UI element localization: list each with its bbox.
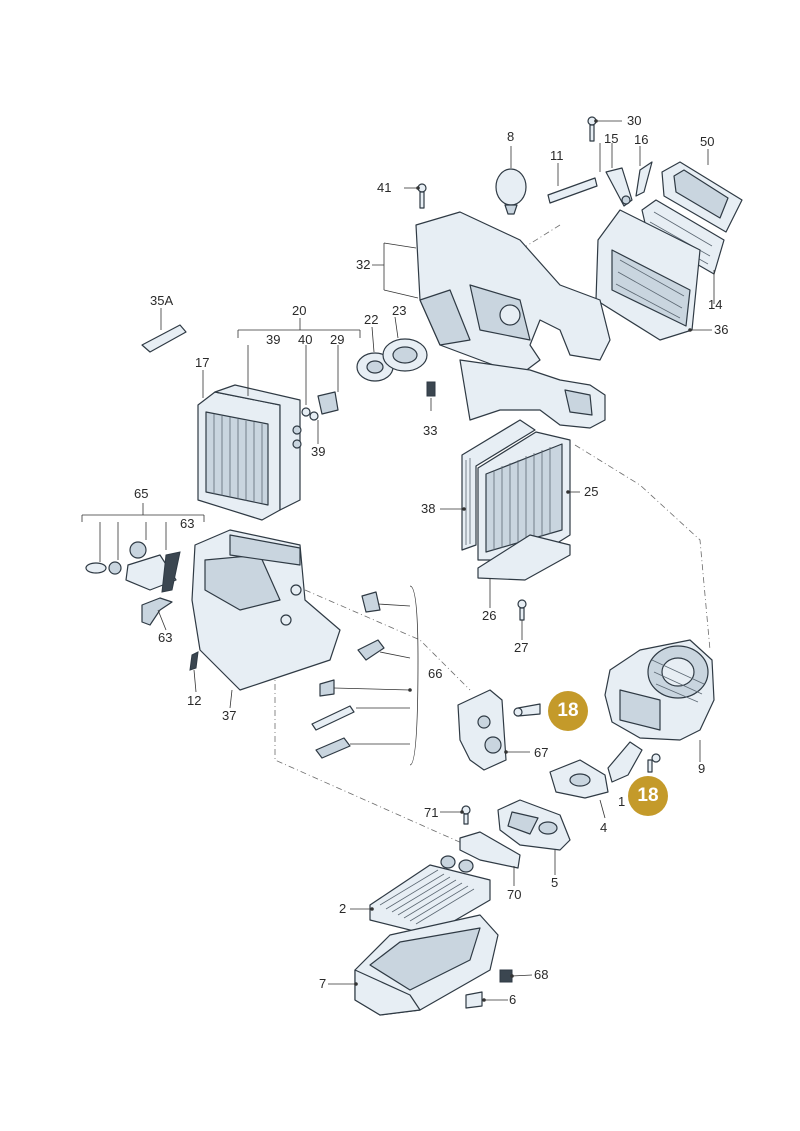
callout-16: 16	[634, 132, 649, 147]
callout-8: 8	[507, 129, 515, 144]
assembly-line	[304, 589, 471, 691]
frame-26	[477, 534, 571, 581]
callout-70: 70	[507, 887, 522, 902]
callout-63-bottom: 63	[158, 630, 173, 645]
screw-41	[417, 183, 427, 209]
gasket-5	[497, 799, 571, 851]
callout-40: 40	[298, 332, 313, 347]
callout-29: 29	[330, 332, 345, 347]
callout-5: 5	[551, 875, 559, 890]
flap-housing-67	[457, 689, 507, 771]
evaporator-17	[197, 391, 281, 521]
callout-66: 66	[428, 666, 443, 681]
oring-40	[309, 411, 319, 421]
callout-39-top: 39	[266, 332, 281, 347]
filter-25	[477, 431, 571, 561]
valve-29	[317, 391, 339, 415]
callout-30: 30	[627, 113, 642, 128]
filter-38	[461, 419, 536, 551]
upper-housing-32	[415, 211, 611, 376]
heater-core-2	[369, 855, 491, 936]
callout-32: 32	[356, 257, 371, 272]
cover-50	[661, 161, 743, 233]
callout-7: 7	[319, 976, 327, 991]
callout-12: 12	[187, 693, 202, 708]
seal-70	[459, 831, 521, 869]
highlight-badge-18-lower[interactable]: 18	[628, 776, 668, 816]
callout-68: 68	[534, 967, 549, 982]
assembly-line	[574, 444, 711, 651]
seal-23	[382, 338, 428, 372]
callout-71: 71	[424, 805, 439, 820]
callout-33: 33	[423, 423, 438, 438]
main-housing-37	[191, 529, 341, 691]
callout-63-top: 63	[180, 516, 195, 531]
air-duct	[459, 359, 606, 429]
callout-37: 37	[222, 708, 237, 723]
flap-motor-65	[85, 541, 181, 593]
callout-25: 25	[584, 484, 599, 499]
callout-2: 2	[339, 901, 347, 916]
callout-1: 1	[618, 794, 626, 809]
bracket-11	[547, 177, 598, 204]
callout-35a: 35A	[150, 293, 174, 308]
clip-16	[635, 161, 653, 197]
oring-40	[301, 407, 311, 417]
screw-18-upper	[513, 703, 541, 717]
callout-65: 65	[134, 486, 149, 501]
callout-38: 38	[421, 501, 436, 516]
callout-67: 67	[534, 745, 549, 760]
callout-4: 4	[600, 820, 608, 835]
lower-housing-7	[354, 914, 499, 1016]
gasket-4	[549, 759, 609, 799]
callout-6: 6	[509, 992, 517, 1007]
callout-11: 11	[550, 148, 564, 163]
connector-1	[607, 741, 643, 783]
clip-12	[189, 651, 199, 671]
callout-41: 41	[377, 180, 392, 195]
core-39	[214, 384, 302, 511]
callout-26: 26	[482, 608, 497, 623]
callout-15: 15	[604, 131, 619, 146]
clip-33	[426, 381, 436, 397]
callout-20: 20	[292, 303, 307, 318]
callout-23: 23	[392, 303, 407, 318]
actuator-15	[605, 167, 633, 207]
assembly-line	[519, 224, 561, 251]
air-box-36	[595, 209, 701, 341]
clip-6	[465, 991, 483, 1009]
screw-27	[517, 599, 527, 621]
callout-36: 36	[714, 322, 729, 337]
highlight-badge-18-upper[interactable]: 18	[548, 691, 588, 731]
screw-71	[461, 805, 471, 825]
cap-8	[495, 168, 527, 215]
callout-27: 27	[514, 640, 529, 655]
lever-63	[141, 597, 173, 626]
blower-9	[604, 639, 715, 741]
callout-14: 14	[708, 297, 723, 312]
sensor-35a	[141, 324, 187, 353]
callout-22: 22	[364, 312, 379, 327]
callout-9: 9	[698, 761, 706, 776]
screw-18-lower	[647, 753, 661, 773]
callout-39-bottom: 39	[311, 444, 326, 459]
linkage-66	[311, 591, 385, 759]
callout-50: 50	[700, 134, 715, 149]
leader-dots	[354, 119, 692, 1002]
callout-17: 17	[195, 355, 210, 370]
